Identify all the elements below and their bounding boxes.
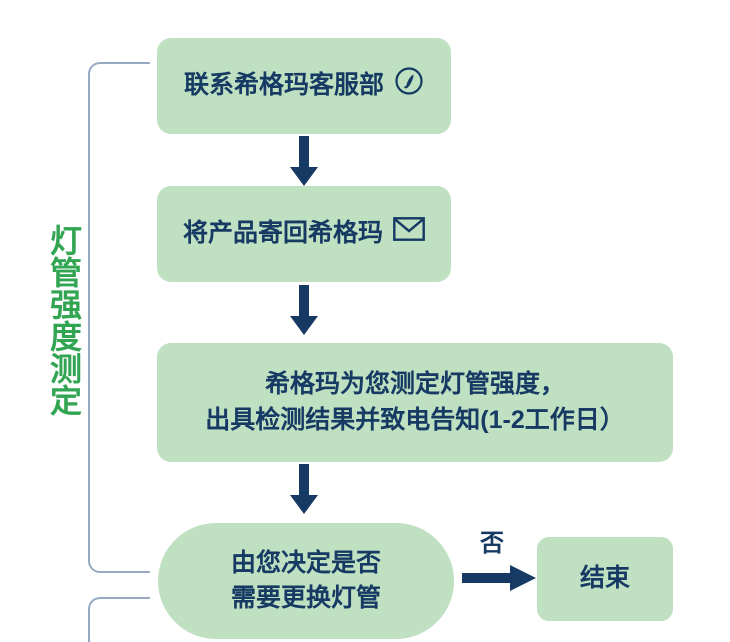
node-decide-line2: 需要更换灯管 [230,584,381,612]
edge-label-no: 否 [480,530,504,557]
node-measure-line2: 出具检测结果并致电告知(1-2工作日） [205,405,625,434]
node-measure-line1: 希格玛为您测定灯管强度， [264,370,565,398]
node-contact-label: 联系希格玛客服部 [183,71,384,100]
section-bracket-upper [88,62,150,573]
section-label-lamp-intensity-measurement: 灯管强度测定 [46,224,82,416]
node-ship-label: 将产品寄回希格玛 [182,219,383,248]
node-end-label: 结束 [579,564,630,593]
section-bracket-lower [88,597,150,642]
node-decide-replace-lamp[interactable]: 由您决定是否 需要更换灯管 [158,523,454,639]
arrow-decide-to-end [462,561,538,595]
arrow-measure-to-decide [286,464,322,516]
node-measure-and-report[interactable]: 希格玛为您测定灯管强度， 出具检测结果并致电告知(1-2工作日） [157,343,673,462]
phone-in-circle-icon [394,66,424,107]
envelope-icon [393,216,425,252]
node-contact-customer-service[interactable]: 联系希格玛客服部 [157,38,451,134]
node-end[interactable]: 结束 [537,537,673,621]
arrow-ship-to-measure [286,285,322,337]
node-ship-product-back[interactable]: 将产品寄回希格玛 [157,186,451,282]
node-decide-line1: 由您决定是否 [230,548,381,577]
arrow-contact-to-ship [286,136,322,188]
